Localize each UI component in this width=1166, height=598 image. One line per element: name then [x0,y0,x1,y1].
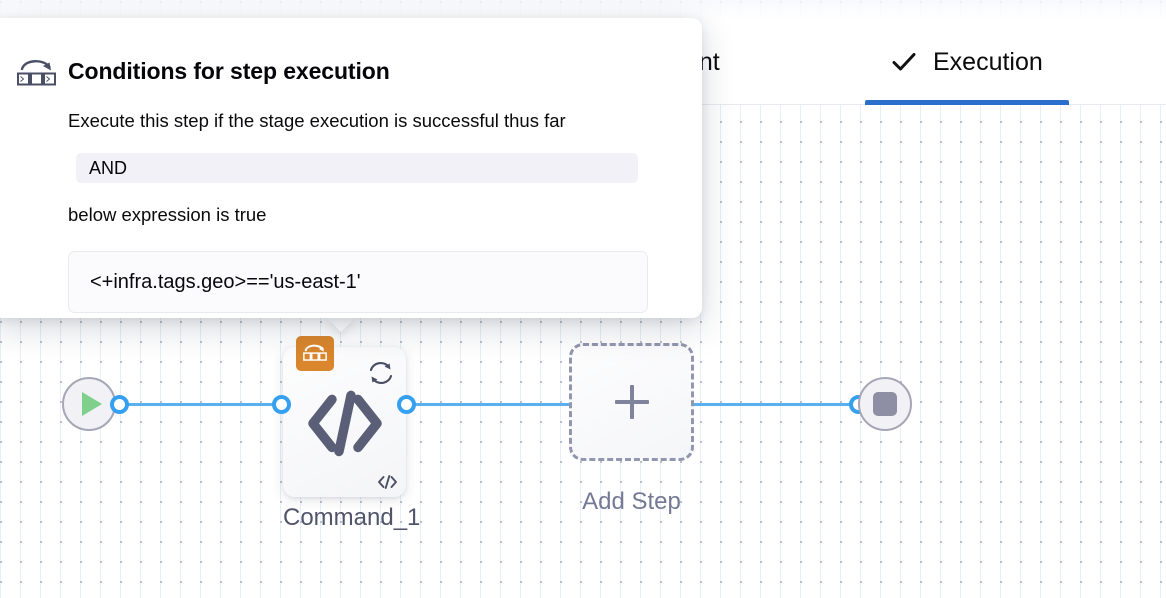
expression-field: <+infra.tags.geo>=='us-east-1' [68,251,648,313]
add-step-label: Add Step [582,488,681,515]
expression-label: below expression is true [68,204,267,225]
pipeline-graph: Command_1 Add Step [0,318,1166,598]
tab-execution-label: Execution [933,47,1043,76]
step-node-command-label: Command_1 [283,504,421,531]
tab-active-underline [865,100,1069,105]
shell-script-icon [14,54,58,94]
tab-execution[interactable]: Execution [865,20,1069,105]
step-node-command[interactable] [283,336,406,497]
connector-dot-start-out[interactable] [110,395,129,414]
canvas-top-fade [0,0,1166,20]
code-brackets-mini-icon [377,473,398,491]
shell-script-icon [296,336,334,371]
condition-operator-value: AND [89,157,128,178]
connector-dot-command-in[interactable] [272,395,291,414]
loop-retry-icon [365,358,397,388]
plus-icon [614,385,649,419]
stop-icon [873,392,897,416]
play-icon [81,392,102,416]
popover-subtitle: Execute this step if the stage execution… [68,110,566,131]
code-brackets-icon [306,387,384,459]
popover-title: Conditions for step execution [68,58,390,84]
popover-arrow [325,316,357,332]
connector-addstep-to-end [690,403,862,406]
expression-value: <+infra.tags.geo>=='us-east-1' [90,270,361,293]
conditions-popover: Conditions for step execution Execute th… [0,18,702,318]
connector-command-to-addstep [400,403,575,406]
connector-dot-command-out[interactable] [397,395,416,414]
condition-operator-field: AND [76,153,638,183]
connector-start-to-command [119,403,287,406]
add-step-node[interactable] [569,343,694,461]
check-icon [891,49,917,75]
start-node[interactable] [62,377,116,431]
end-node[interactable] [858,377,912,431]
